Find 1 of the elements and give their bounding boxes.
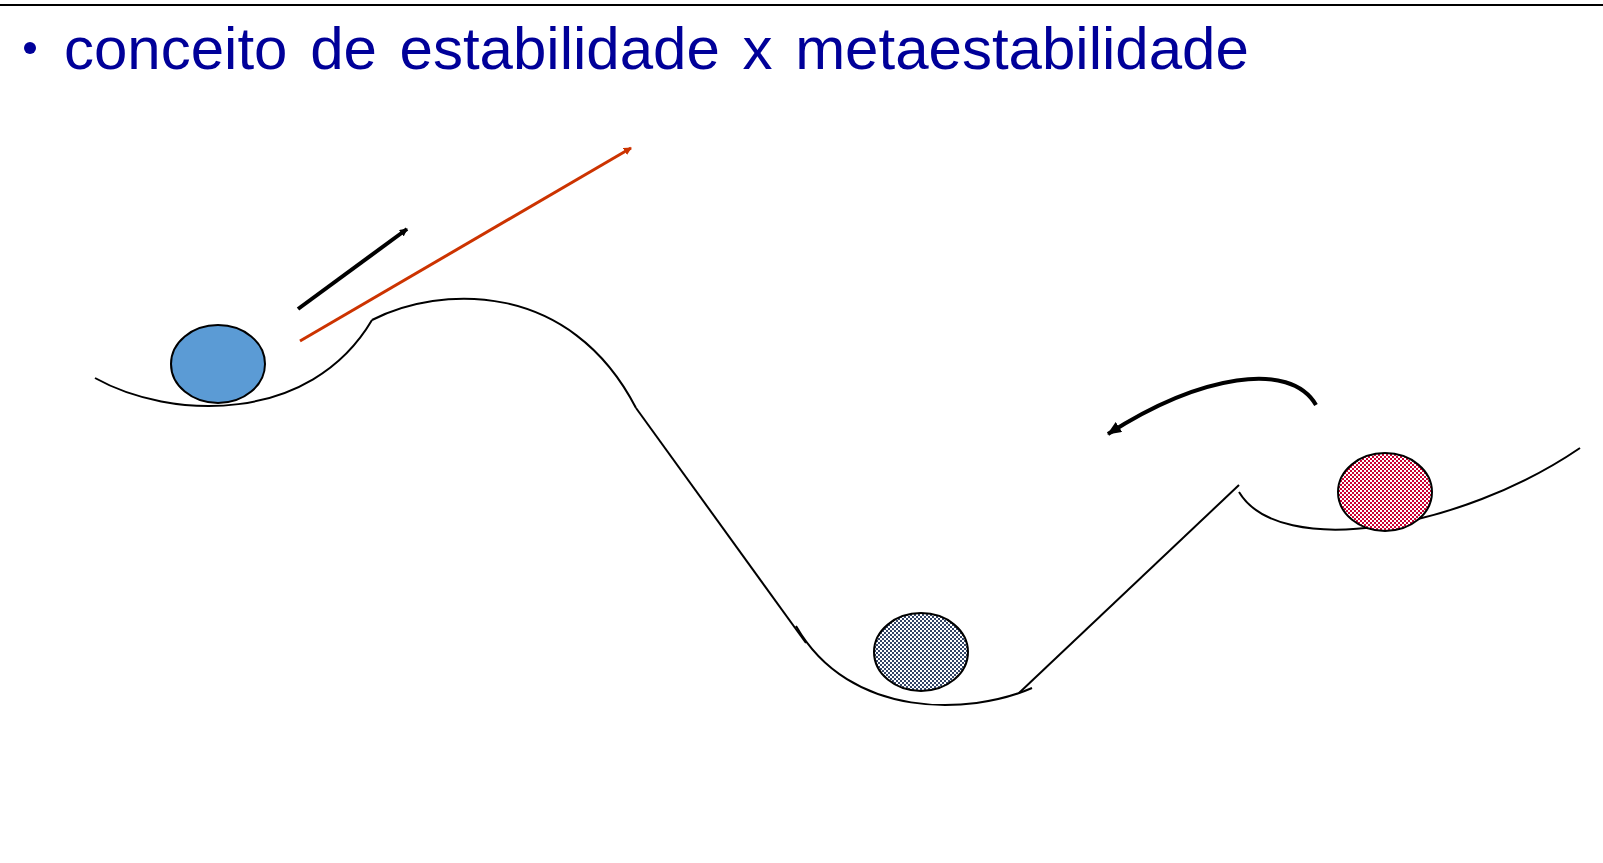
slide-title: conceito de estabilidade x metaestabilidade xyxy=(64,14,1249,83)
